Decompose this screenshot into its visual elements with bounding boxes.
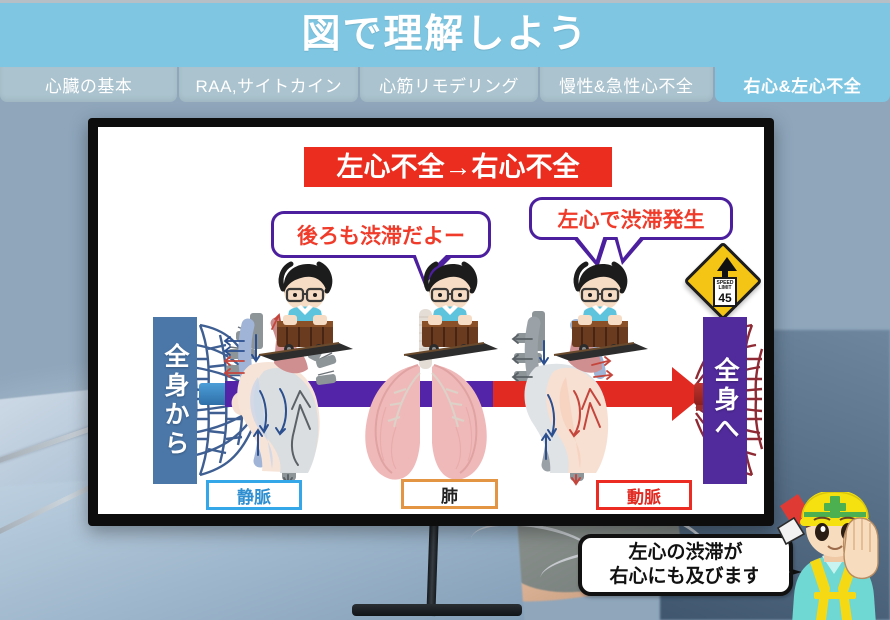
tv-frame: 左心不全→右心不全 後ろも渋滞だよー 左心で渋滞発生 SPE <box>88 118 774 526</box>
chip-text: 肺 <box>441 486 458 506</box>
sign-line1: SPEED <box>716 280 734 286</box>
speech-bubble-left-heart-congestion: 左心で渋滞発生 <box>529 197 733 240</box>
traffic-guard-character <box>776 490 890 620</box>
speech-bubble-text: 後ろも渋滞だよー <box>297 224 465 248</box>
header-bar: 図で理解しよう <box>0 0 890 67</box>
vein-connector <box>199 383 229 405</box>
speech-bubble-tail2-fill <box>617 235 642 258</box>
sign-speed-value: 45 <box>718 291 732 305</box>
tab-label: 慢性&急性心不全 <box>559 77 694 96</box>
organ-right-heart <box>220 305 350 487</box>
tab-label: 心臓の基本 <box>44 77 133 96</box>
slide-banner: 左心不全→右心不全 <box>304 147 612 187</box>
chip-vein: 静脈 <box>206 480 302 510</box>
green-cross-icon <box>824 496 846 518</box>
tab-label: 右心&左心不全 <box>743 77 862 96</box>
speed-limit-sign: SPEED LIMIT 45 <box>683 241 763 321</box>
label-to-whole-body: 全身へ <box>703 317 747 484</box>
tab-myocardial-remodeling[interactable]: 心筋リモデリング <box>360 67 538 102</box>
raised-hand-icon <box>842 517 879 580</box>
narrator-line1: 左心の渋滞が <box>628 542 743 564</box>
speech-bubble-rear-congestion: 後ろも渋滞だよー <box>271 211 491 258</box>
tab-raa-cytokine[interactable]: RAA,サイトカイン <box>179 67 359 102</box>
tab-chronic-acute-hf[interactable]: 慢性&急性心不全 <box>539 67 713 102</box>
slide-canvas: 左心不全→右心不全 後ろも渋滞だよー 左心で渋滞発生 SPE <box>98 127 764 514</box>
slide-banner-text: 左心不全→右心不全 <box>336 151 580 182</box>
speech-bubble-text: 左心で渋滞発生 <box>557 208 705 232</box>
chip-text: 動脈 <box>627 487 661 507</box>
narrator-tail-fill <box>758 564 790 580</box>
tab-right-left-hf[interactable]: 右心&左心不全 <box>714 67 890 102</box>
up-arrow-icon <box>717 257 737 271</box>
speed-limit-plate: SPEED LIMIT 45 <box>713 277 737 307</box>
tv-stand-foot <box>352 604 522 616</box>
miner-cart-3 <box>548 259 652 367</box>
speech-bubble-tail-fill <box>576 235 604 260</box>
chip-text: 静脈 <box>237 487 271 507</box>
tab-heart-basics[interactable]: 心臓の基本 <box>0 67 178 102</box>
chip-artery: 動脈 <box>596 480 692 510</box>
tab-label: RAA,サイトカイン <box>195 77 343 96</box>
sign-line2: LIMIT <box>718 285 732 291</box>
narrator-speech-bubble: 左心の渋滞が 右心にも及びます <box>578 534 793 596</box>
narrator-line2: 右心にも及びます <box>609 566 762 587</box>
page-title: 図で理解しよう <box>301 13 589 56</box>
chip-lung: 肺 <box>401 479 498 509</box>
label-text: 全身から <box>161 342 189 459</box>
miner-cart-1 <box>253 259 357 367</box>
tab-bar: 心臓の基本 RAA,サイトカイン 心筋リモデリング 慢性&急性心不全 右心&左心… <box>0 67 890 102</box>
up-arrow-stem <box>722 269 728 279</box>
tab-label: 心筋リモデリング <box>378 77 519 96</box>
label-text: 全身へ <box>711 357 739 444</box>
label-from-whole-body: 全身から <box>153 317 197 484</box>
miner-cart-2 <box>398 259 502 367</box>
